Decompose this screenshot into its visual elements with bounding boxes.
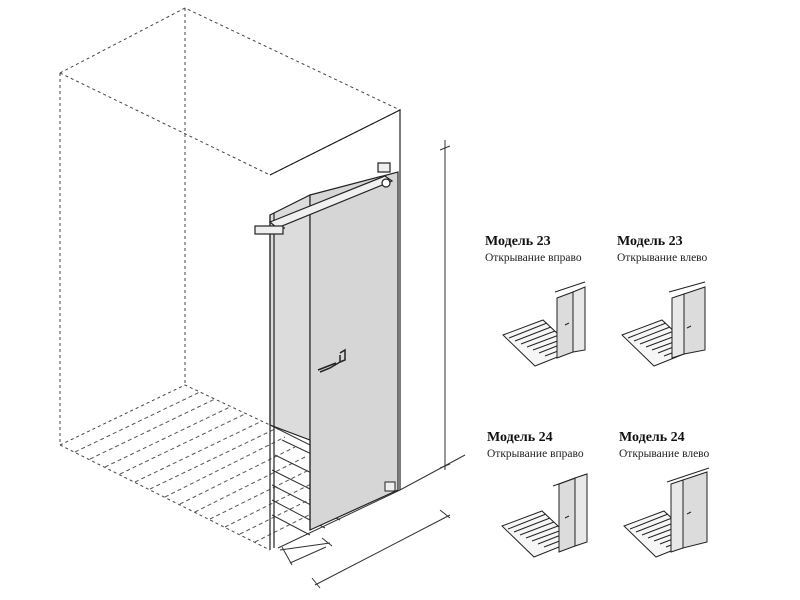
enclosure-thumbnail-left bbox=[621, 281, 706, 367]
front-wall-and-panels bbox=[269, 109, 401, 550]
variant-model-24-right: Модель 24 Открывание вправо bbox=[487, 430, 637, 600]
opening-direction-label: Открывание влево bbox=[617, 252, 708, 264]
enclosure-thumbnail-right bbox=[502, 281, 586, 367]
opening-direction-label: Открывание влево bbox=[619, 448, 710, 460]
door-glass-panel bbox=[309, 171, 399, 531]
floor-tray-grid bbox=[74, 391, 346, 543]
variant-model-24-left: Модель 24 Открывание влево bbox=[619, 430, 769, 600]
variant-model-23-left: Модель 23 Открывание влево bbox=[617, 234, 767, 404]
model-title: Модель 24 bbox=[619, 430, 685, 445]
dimension-lines bbox=[277, 140, 466, 589]
model-title: Модель 24 bbox=[487, 430, 553, 445]
variant-model-23-right: Модель 23 Открывание вправо bbox=[485, 234, 635, 404]
enclosure-thumbnail-left bbox=[623, 467, 710, 558]
opening-direction-label: Открывание вправо bbox=[487, 448, 584, 460]
enclosure-thumbnail-right bbox=[501, 473, 588, 558]
door-handle bbox=[317, 348, 346, 373]
model-title: Модель 23 bbox=[617, 234, 683, 249]
top-rail bbox=[254, 162, 394, 235]
model-title: Модель 23 bbox=[485, 234, 551, 249]
opening-direction-label: Открывание вправо bbox=[485, 252, 582, 264]
bottom-hinge bbox=[384, 481, 396, 492]
